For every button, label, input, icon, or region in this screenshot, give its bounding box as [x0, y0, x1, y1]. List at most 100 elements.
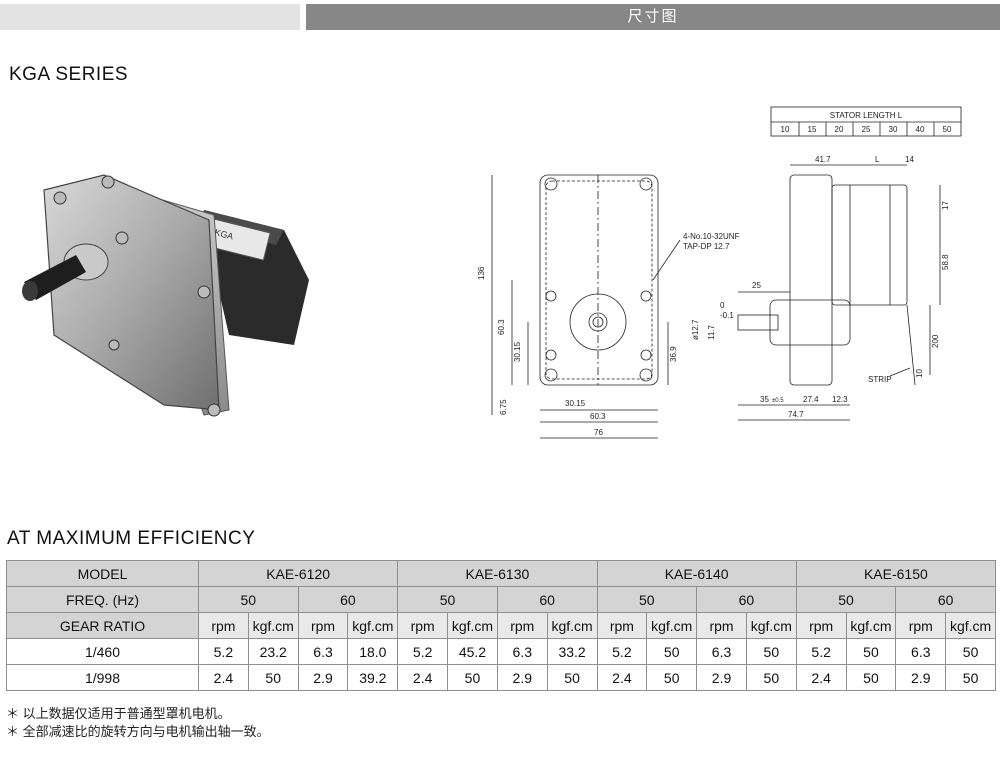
unit-cell: kgf.cm [745, 612, 797, 639]
unit-cell: rpm [397, 612, 449, 639]
dim-12-3: 12.3 [832, 395, 848, 404]
gear-ratio-label: GEAR RATIO [6, 612, 199, 639]
dim-tol-0: 0 [720, 301, 725, 310]
table-row: 1/460 5.2 23.2 6.3 18.0 5.2 45.2 6.3 33.… [6, 638, 996, 665]
value-cell: 45.2 [447, 638, 498, 665]
unit-cell: kgf.cm [845, 612, 897, 639]
value-cell: 2.4 [198, 664, 249, 691]
value-cell: 50 [945, 664, 996, 691]
dim-74-7: 74.7 [788, 410, 804, 419]
unit-cell: kgf.cm [646, 612, 698, 639]
dim-76: 76 [594, 428, 603, 437]
dim-36-9: 36.9 [669, 346, 678, 362]
value-cell: 33.2 [546, 638, 598, 665]
stator-table [770, 106, 962, 137]
footnote: ＊ 全部减速比的旋转方向与电机输出轴一致。 [6, 724, 270, 739]
dim-14: 14 [905, 155, 914, 164]
freq-cell: 60 [895, 586, 996, 613]
value-cell: 50 [546, 664, 598, 691]
value-cell: 2.9 [696, 664, 747, 691]
output-hub [569, 293, 627, 351]
unit-cell: rpm [297, 612, 349, 639]
screw-spec: 4-No.10-32UNF [683, 232, 740, 241]
screw [197, 285, 211, 299]
dim-200: 200 [931, 334, 940, 348]
unit-cell: kgf.cm [945, 612, 996, 639]
footnotes: ＊ 以上数据仅适用于普通型罩机电机。 ＊ 全部减速比的旋转方向与电机输出轴一致。 [6, 705, 270, 741]
value-cell: 50 [945, 638, 996, 665]
value-cell: 2.9 [895, 664, 947, 691]
stator-length: 30 [889, 125, 898, 134]
freq-row: FREQ. (Hz) 50 60 50 60 50 60 50 60 [6, 586, 996, 613]
dim-60-3-vertical: 60.3 [497, 319, 506, 335]
side-shaft [737, 314, 779, 331]
value-cell: 6.3 [696, 638, 747, 665]
stator-length: 25 [862, 125, 871, 134]
dim-6-75: 6.75 [499, 399, 508, 415]
output-shaft [24, 255, 86, 300]
ratio-cell: 1/998 [6, 664, 199, 691]
unit-cell: rpm [895, 612, 947, 639]
stator-length: 40 [916, 125, 925, 134]
stator-length: 10 [781, 125, 790, 134]
freq-cell: 50 [596, 586, 698, 613]
dim-dia-12-7: ø12.7 [691, 319, 700, 340]
freq-cell: 60 [297, 586, 399, 613]
value-cell: 50 [447, 664, 498, 691]
dim-58-8: 58.8 [941, 254, 950, 270]
mount-holes [544, 177, 653, 382]
unit-cell: rpm [496, 612, 548, 639]
value-cell: 6.3 [895, 638, 947, 665]
freq-cell: 60 [696, 586, 797, 613]
dim-L: L [875, 155, 880, 164]
freq-label: FREQ. (Hz) [6, 586, 199, 613]
header-bar-left [0, 4, 300, 30]
value-cell: 50 [646, 664, 698, 691]
strip-label: STRIP [868, 375, 892, 384]
dim-35: 35 [760, 395, 769, 404]
freq-cell: 50 [795, 586, 897, 613]
freq-cell: 60 [496, 586, 598, 613]
screw [108, 339, 120, 351]
value-cell: 50 [247, 664, 299, 691]
side-gearbox [789, 174, 833, 386]
value-cell: 39.2 [347, 664, 399, 691]
screw [207, 403, 221, 417]
value-cell: 5.2 [795, 638, 847, 665]
value-cell: 6.3 [496, 638, 548, 665]
model-cell: KAE-6130 [397, 560, 598, 587]
dim-10: 10 [915, 369, 924, 378]
model-cell: KAE-6140 [596, 560, 797, 587]
unit-cell: rpm [198, 612, 249, 639]
model-cell: KAE-6120 [197, 560, 399, 587]
front-view-outline [539, 174, 659, 386]
unit-cell: kgf.cm [546, 612, 598, 639]
ratio-cell: 1/460 [6, 638, 199, 665]
dim-11-7: 11.7 [707, 324, 716, 340]
value-cell: 50 [745, 638, 797, 665]
side-hub [769, 299, 851, 346]
value-cell: 5.2 [596, 638, 648, 665]
value-cell: 6.3 [297, 638, 349, 665]
dim-25: 25 [752, 281, 761, 290]
unit-row: GEAR RATIO rpm kgf.cm rpm kgf.cm rpm kgf… [6, 612, 996, 639]
dim-tol-minus: -0.1 [720, 311, 734, 320]
unit-cell: rpm [795, 612, 847, 639]
dim-136: 136 [477, 266, 486, 280]
value-cell: 2.9 [496, 664, 548, 691]
value-cell: 23.2 [247, 638, 299, 665]
value-cell: 2.9 [297, 664, 349, 691]
efficiency-table: MODEL KAE-6120 KAE-6130 KAE-6140 KAE-615… [6, 560, 997, 691]
value-cell: 2.4 [397, 664, 449, 691]
stator-length: 50 [943, 125, 952, 134]
tap-depth: TAP-DP 12.7 [683, 242, 730, 251]
unit-cell: kgf.cm [247, 612, 299, 639]
stator-label: STATOR LENGTH L [830, 111, 903, 120]
freq-cell: 50 [198, 586, 299, 613]
section-header: 尺寸图 [306, 4, 1000, 30]
svg-text:KGA: KGA [214, 227, 235, 241]
value-cell: 2.4 [596, 664, 648, 691]
dim-30-15-horizontal: 30.15 [565, 399, 586, 408]
dim-17: 17 [941, 201, 950, 210]
value-cell: 50 [845, 664, 897, 691]
